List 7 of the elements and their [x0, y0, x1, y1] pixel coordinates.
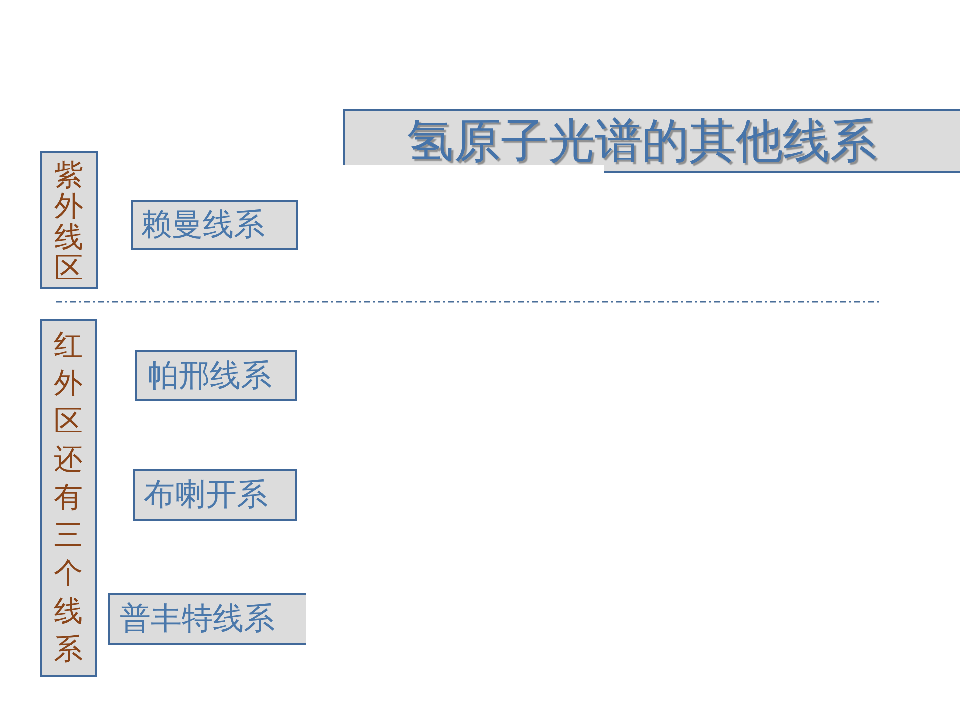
region-box: 紫外线区 — [40, 151, 98, 289]
series-box: 赖曼线系 — [131, 200, 298, 250]
series-box: 普丰特线系 — [108, 593, 306, 645]
region-box: 红外区还有三个线系 — [40, 319, 97, 677]
series-box: 帕邢线系 — [135, 350, 297, 401]
title-banner: 氢原子光谱的其他线系 — [343, 109, 960, 173]
series-box: 布喇开系 — [133, 469, 297, 521]
